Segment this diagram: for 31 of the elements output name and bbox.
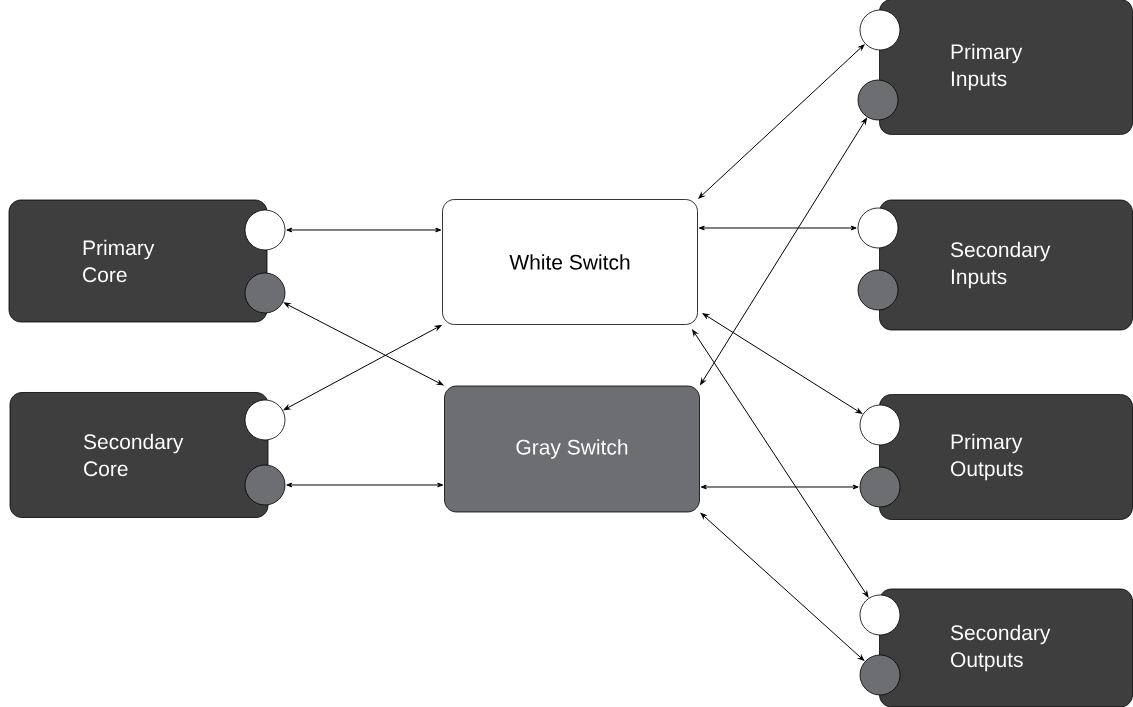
arrow (283, 325, 442, 411)
module-box: Primary Outputs (879, 394, 1133, 520)
port-circle (859, 9, 901, 51)
arrow (698, 225, 857, 231)
arrow (700, 484, 859, 490)
port-circle (244, 209, 286, 251)
port-circle (859, 404, 901, 446)
port-circle (857, 79, 899, 121)
module-box: Primary Core (8, 199, 268, 323)
arrow (698, 44, 865, 199)
arrow (692, 329, 869, 598)
port-circle (857, 269, 899, 311)
switch-box: Gray Switch (444, 385, 700, 513)
arrow (702, 313, 863, 414)
port-circle (859, 466, 901, 508)
arrow (286, 482, 444, 488)
port-circle (857, 207, 899, 249)
arrow (286, 227, 442, 233)
port-circle (244, 464, 286, 506)
switch-box: White Switch (442, 199, 698, 325)
port-circle (859, 594, 901, 636)
arrow (283, 302, 444, 386)
port-circle (859, 654, 901, 696)
port-circle (244, 399, 286, 441)
module-box: Secondary Core (9, 392, 269, 518)
arrow (700, 512, 865, 661)
arrow (700, 118, 867, 385)
module-box: Secondary Outputs (879, 588, 1133, 707)
module-box: Secondary Inputs (879, 199, 1133, 331)
module-box: Primary Inputs (879, 0, 1133, 135)
port-circle (244, 272, 286, 314)
